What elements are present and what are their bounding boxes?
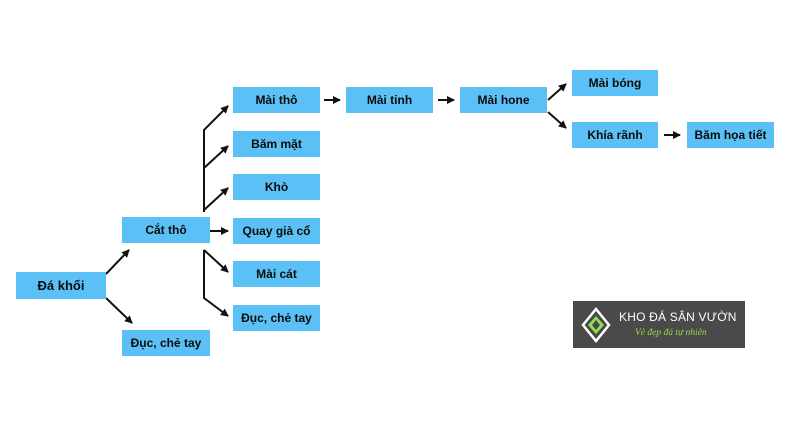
node-quay-gia-co: Quay già cổ [233,218,320,244]
node-mai-tinh: Mài tinh [346,87,433,113]
node-kho: Khò [233,174,320,200]
node-mai-cat: Mài cát [233,261,320,287]
node-bam-hoa-tiet: Băm họa tiết [687,122,774,148]
node-duc-che-tay-main: Đục, chẻ tay [122,330,210,356]
arrow-cat-tho-to-bam-mat [203,145,229,169]
node-mai-bong: Mài bóng [572,70,658,96]
arrow-cat-tho-to-mai-cat [203,249,229,273]
arrow-mai-hone-to-mai-bong [547,83,567,101]
logo-tagline: Vẻ đẹp đá tự nhiên [635,328,707,338]
logo-mark-icon [581,307,611,343]
node-khia-ranh: Khía rãnh [572,122,658,148]
arrow-da-khoi-to-cat-tho [105,249,130,275]
node-da-khoi: Đá khối [16,272,106,299]
node-mai-hone: Mài hone [460,87,547,113]
logo-title: KHO ĐÁ SÂN VƯỜN [619,310,737,324]
arrow-da-khoi-to-duc-che-tay [105,297,133,324]
node-mai-tho: Mài thô [233,87,320,113]
node-duc-che-tay-sub: Đục, chẻ tay [233,305,320,331]
arrow-cat-tho-to-duc-che-tay-sub [203,250,229,317]
arrow-cat-tho-to-kho [203,187,229,211]
node-cat-tho: Cắt thô [122,217,210,243]
arrow-cat-tho-to-mai-tho [203,105,229,212]
brand-logo: KHO ĐÁ SÂN VƯỜN Vẻ đẹp đá tự nhiên [573,301,745,348]
arrow-mai-hone-to-khia-ranh [547,111,567,129]
node-bam-mat: Băm mặt [233,131,320,157]
